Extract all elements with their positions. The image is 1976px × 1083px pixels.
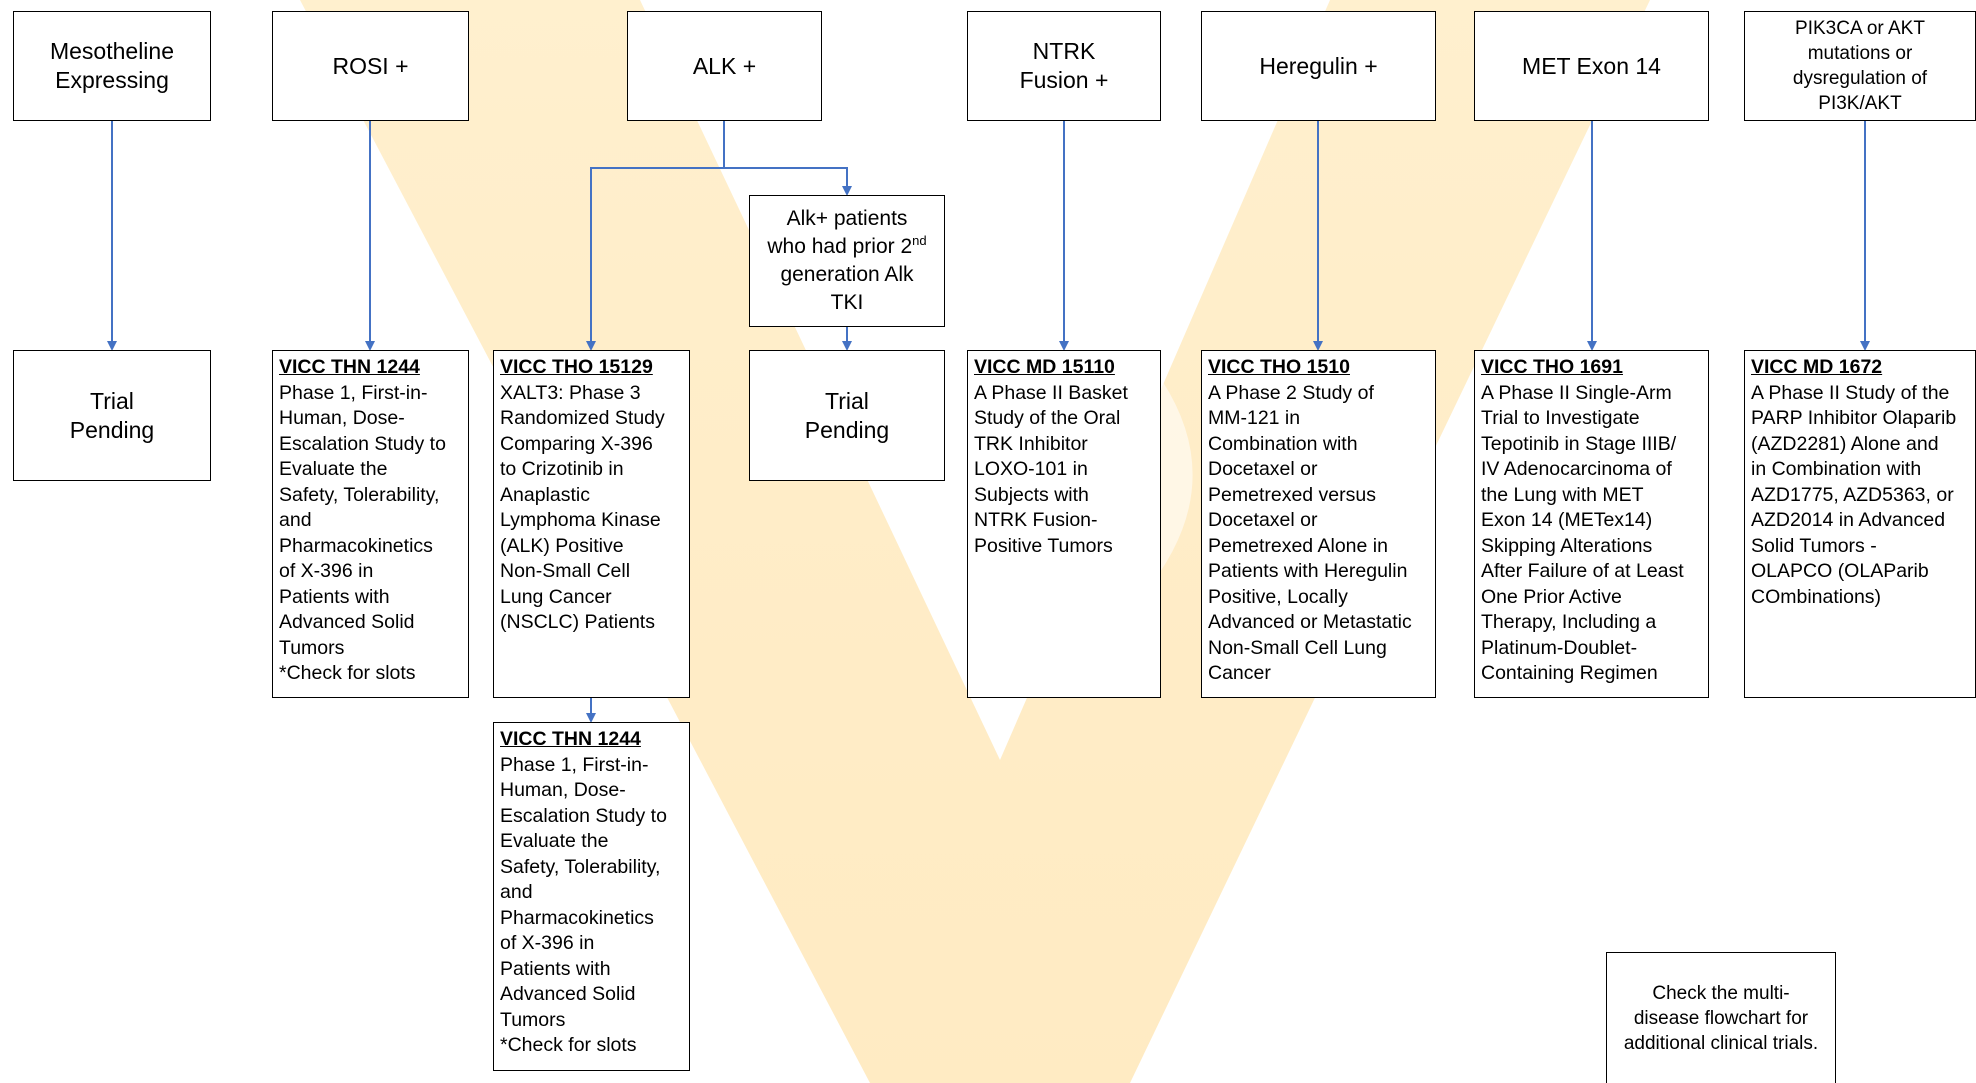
header-met: MET Exon 14 xyxy=(1474,11,1709,121)
trial-box-alk-tho-15129: VICC THO 15129 XALT3: Phase 3 Randomized… xyxy=(493,350,690,698)
header-heregulin: Heregulin + xyxy=(1201,11,1436,121)
trial-pending-mesothelin-label: Trial Pending xyxy=(69,387,155,443)
trial-description: Phase 1, First-in- Human, Dose- Escalati… xyxy=(279,381,446,659)
alk-prior-line1: Alk+ patients xyxy=(786,207,908,230)
header-heregulin-label: Heregulin + xyxy=(1259,52,1378,79)
alk-prior-sup: nd xyxy=(912,233,927,248)
trial-box-met-tho-1691: VICC THO 1691 A Phase II Single-Arm Tria… xyxy=(1474,350,1709,698)
header-pik3ca-label: PIK3CA or AKT mutations or dysregulation… xyxy=(1792,18,1928,114)
header-rosi-label: ROSI + xyxy=(332,52,409,79)
alk-branch-left xyxy=(586,120,725,351)
header-alk: ALK + xyxy=(627,11,822,121)
trial-box-rosi-thn-1244: VICC THN 1244 Phase 1, First-in- Human, … xyxy=(272,350,469,698)
header-alk-label: ALK + xyxy=(692,52,757,79)
trial-id: VICC THO 15129 xyxy=(500,356,653,378)
trial-box-alk-thn-1244: VICC THN 1244 Phase 1, First-in- Human, … xyxy=(493,722,690,1071)
alk-branch-right xyxy=(724,167,852,196)
header-mesothelin-label: Mesotheline Expressing xyxy=(49,38,175,93)
trial-pending-alk-prior: Trial Pending xyxy=(749,350,945,481)
trial-note: *Check for slots xyxy=(500,1034,637,1056)
header-rosi: ROSI + xyxy=(272,11,469,121)
alk-prior-tki-box: Alk+ patients who had prior 2nd generati… xyxy=(749,195,945,327)
multi-disease-note: Check the multi- disease flowchart for a… xyxy=(1606,952,1836,1083)
trial-note: *Check for slots xyxy=(279,662,416,684)
trial-description: Phase 1, First-in- Human, Dose- Escalati… xyxy=(500,753,667,1031)
trial-id: VICC MD 15110 xyxy=(974,356,1115,378)
header-mesothelin: Mesotheline Expressing xyxy=(13,11,211,121)
trial-description: A Phase II Single-Arm Trial to Investiga… xyxy=(1481,381,1684,685)
header-met-label: MET Exon 14 xyxy=(1522,52,1661,79)
alk-prior-line3: generation Alk xyxy=(780,263,914,286)
trial-id: VICC THN 1244 xyxy=(279,356,420,378)
header-ntrk-label: NTRK Fusion + xyxy=(1019,38,1109,93)
multi-disease-note-text: Check the multi- disease flowchart for a… xyxy=(1623,982,1819,1054)
trial-id: VICC MD 1672 xyxy=(1751,356,1883,378)
trial-pending-mesothelin: Trial Pending xyxy=(13,350,211,481)
header-pik3ca: PIK3CA or AKT mutations or dysregulation… xyxy=(1744,11,1976,121)
trial-box-pik3ca-md-1672: VICC MD 1672 A Phase II Study of the PAR… xyxy=(1744,350,1976,698)
alk-prior-line4: TKI xyxy=(830,291,864,314)
trial-id: VICC THO 1691 xyxy=(1481,356,1623,378)
trial-id: VICC THN 1244 xyxy=(500,728,641,750)
trial-id: VICC THO 1510 xyxy=(1208,356,1350,378)
alk-prior-line2: who had prior 2 xyxy=(767,235,913,258)
trial-description: A Phase 2 Study of MM-121 in Combination… xyxy=(1208,381,1412,685)
trial-description: XALT3: Phase 3 Randomized Study Comparin… xyxy=(500,381,665,634)
trial-description: A Phase II Study of the PARP Inhibitor O… xyxy=(1751,381,1957,608)
header-ntrk: NTRK Fusion + xyxy=(967,11,1161,121)
trial-box-ntrk-md-15110: VICC MD 15110 A Phase II Basket Study of… xyxy=(967,350,1161,698)
trial-pending-alk-prior-label: Trial Pending xyxy=(804,387,890,443)
trial-description: A Phase II Basket Study of the Oral TRK … xyxy=(974,381,1128,557)
trial-box-heregulin-tho-1510: VICC THO 1510 A Phase 2 Study of MM-121 … xyxy=(1201,350,1436,698)
